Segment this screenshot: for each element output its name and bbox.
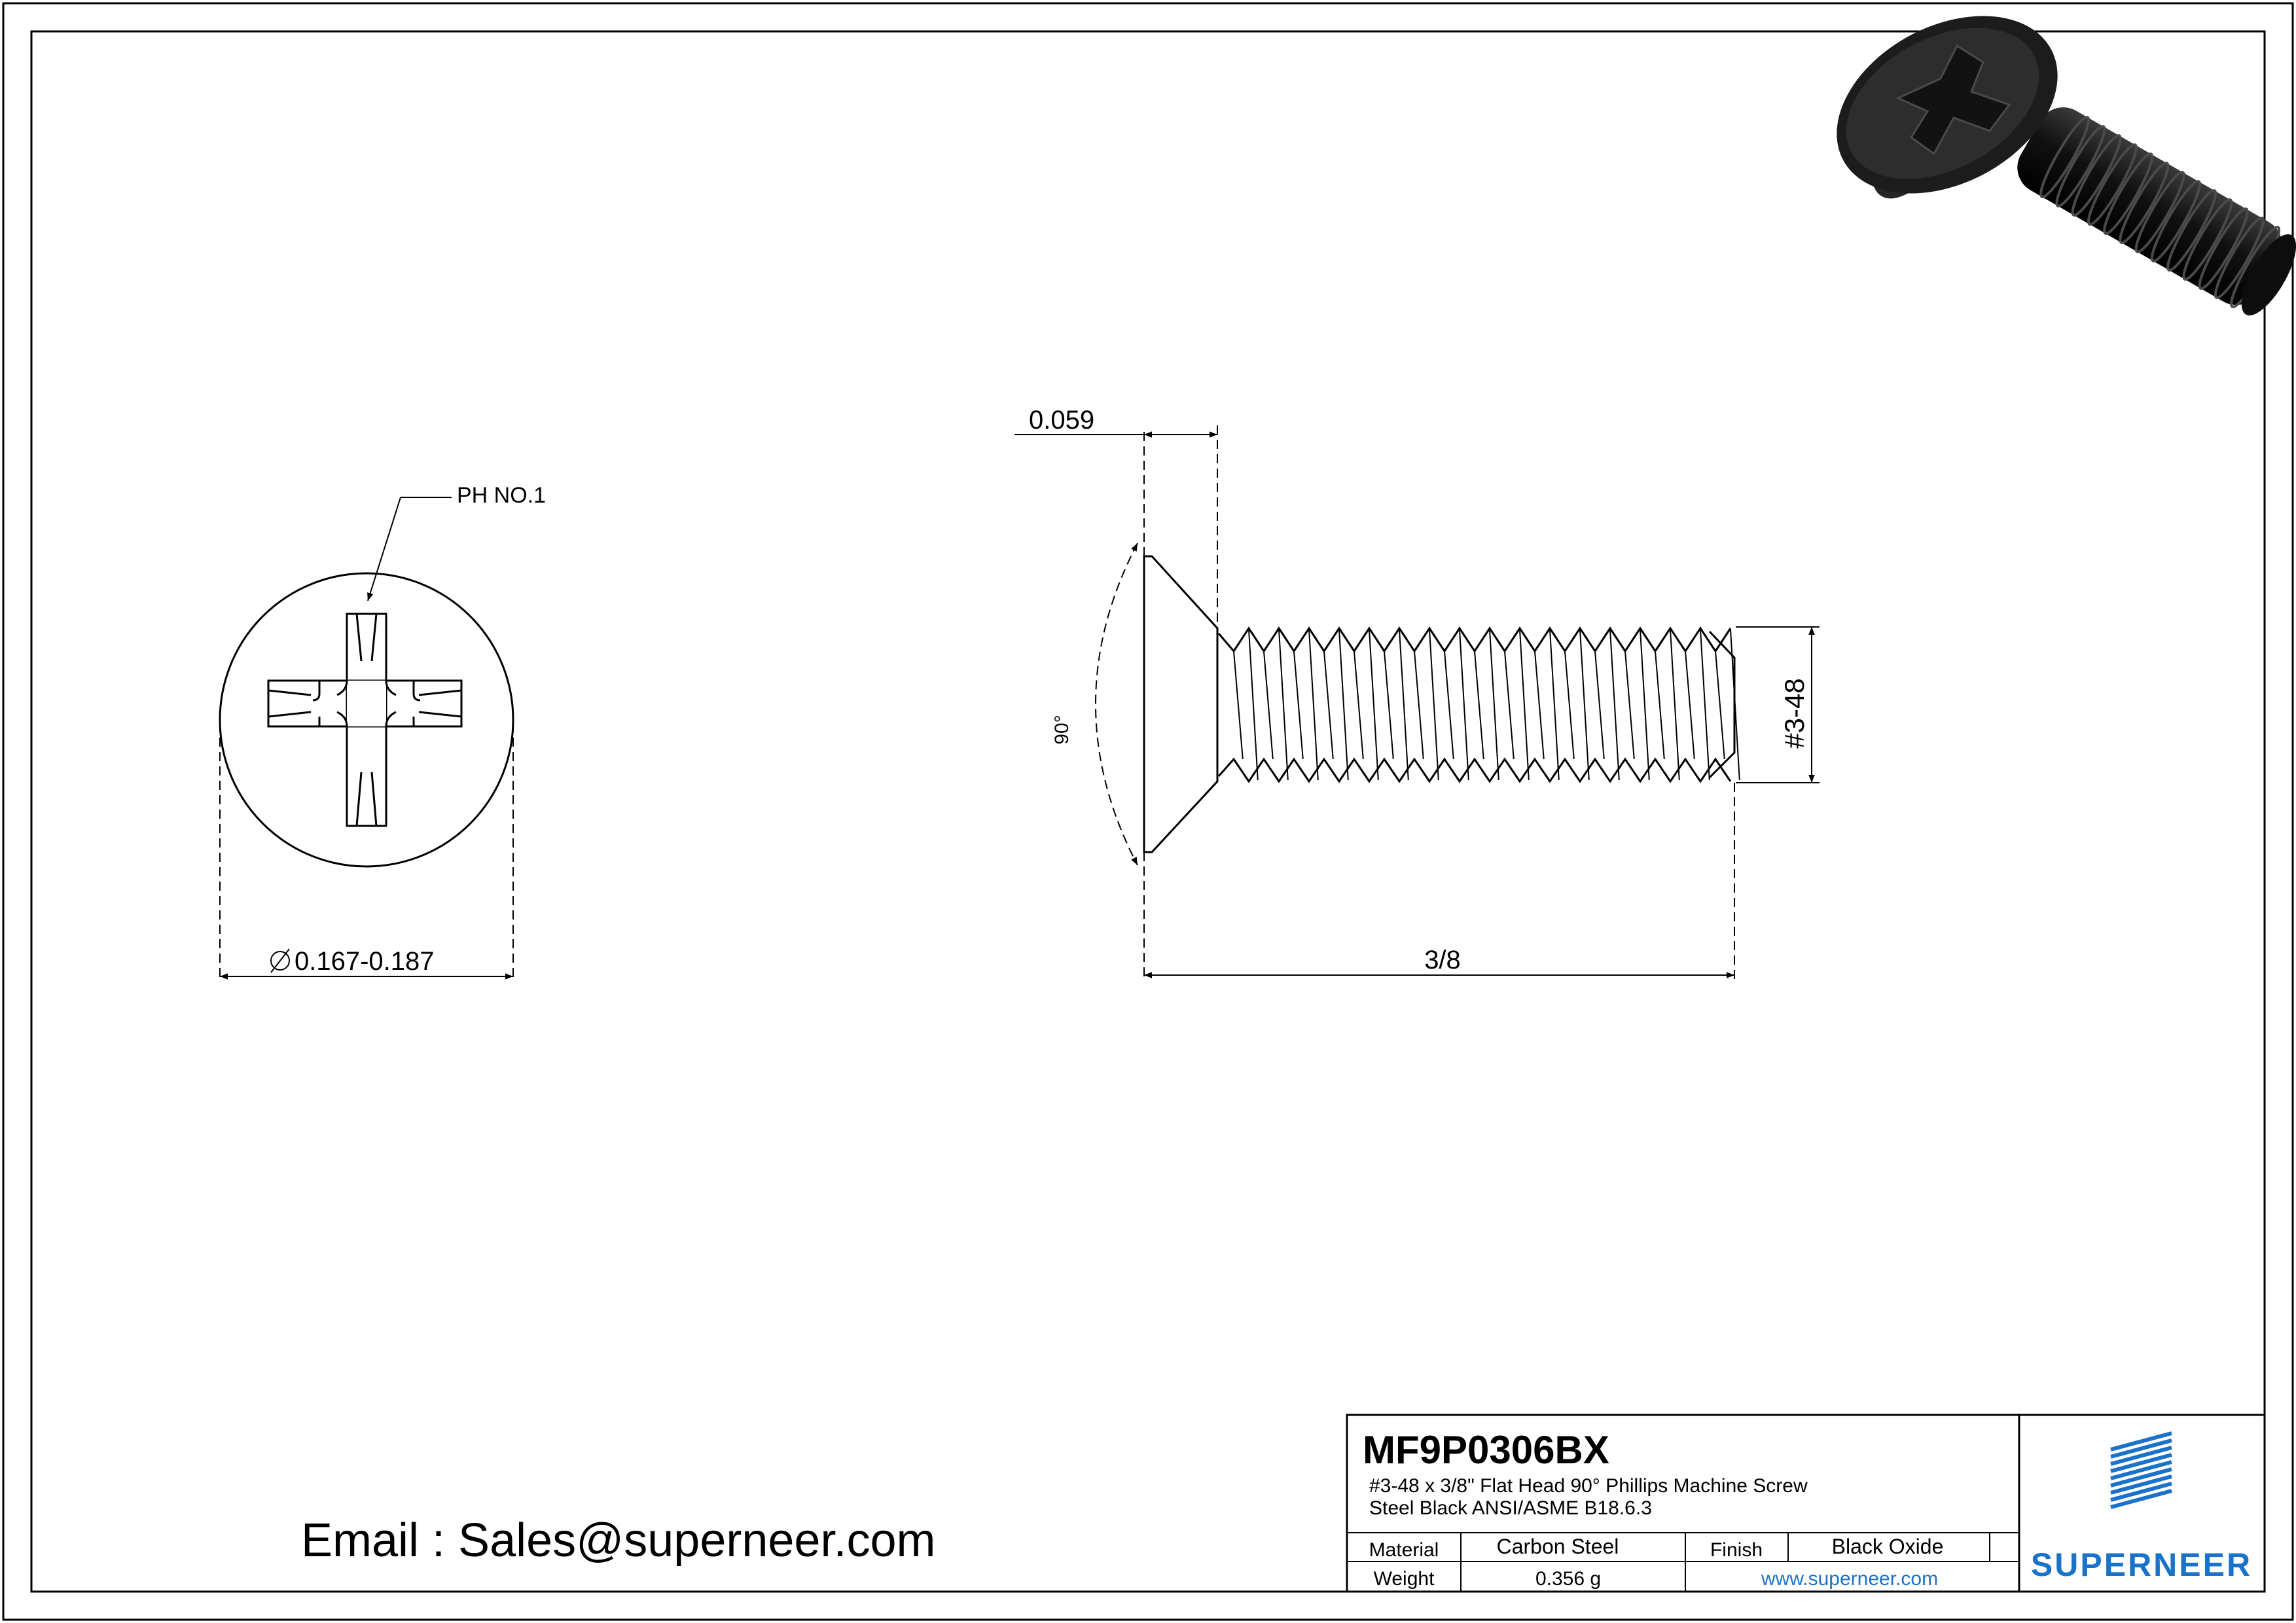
render-thread-ridge bbox=[2198, 207, 2249, 290]
diameter-value: 0.167-0.187 bbox=[295, 947, 435, 976]
thread-helix-line bbox=[1233, 629, 1259, 781]
logo-stripe bbox=[2110, 1460, 2172, 1480]
weight-value: 0.356 g bbox=[1535, 1568, 1601, 1590]
render-thread-ridge bbox=[2150, 180, 2201, 262]
render-thread-ridge bbox=[2087, 143, 2138, 226]
render-thread-ridge bbox=[2103, 152, 2154, 235]
callout-leader bbox=[367, 497, 452, 601]
material-label: Material bbox=[1369, 1539, 1439, 1561]
thread-helix-line bbox=[1655, 629, 1680, 781]
thread-helix-line bbox=[1263, 629, 1289, 781]
logo-stripe bbox=[2110, 1474, 2172, 1495]
length-value: 3/8 bbox=[1424, 946, 1461, 974]
phillips-recess-icon bbox=[267, 613, 463, 827]
screw-3d-render-icon bbox=[1837, 16, 2296, 315]
screw-head-profile bbox=[1143, 555, 1219, 853]
thread-size-value: #3-48 bbox=[1779, 678, 1810, 748]
thread-crest-bottom bbox=[1217, 757, 1732, 783]
logo-stripe bbox=[2110, 1446, 2172, 1466]
finish-value: Black Oxide bbox=[1832, 1535, 1944, 1558]
head-height-value: 0.059 bbox=[1029, 406, 1094, 435]
angle-arc bbox=[1095, 543, 1138, 866]
description-line-2: Steel Black ANSI/ASME B18.6.3 bbox=[1369, 1497, 1652, 1519]
thread-crest-top bbox=[1217, 626, 1732, 653]
finish-label: Finish bbox=[1710, 1539, 1763, 1561]
material-value: Carbon Steel bbox=[1497, 1535, 1619, 1558]
render-thread-ridge bbox=[2071, 134, 2122, 217]
render-thread-ridge bbox=[2134, 171, 2185, 253]
side-view: 0.059 90° #3-48 3/8 bbox=[1014, 406, 1820, 982]
head-outline-circle bbox=[219, 572, 514, 868]
email-text: Email : Sales@superneer.com bbox=[301, 1514, 936, 1567]
front-view: PH NO.1 0.167-0.187 bbox=[219, 483, 546, 982]
thread-helix-line bbox=[1354, 629, 1379, 781]
website-link[interactable]: www.superneer.com bbox=[1761, 1568, 1938, 1590]
thread-profile bbox=[1217, 626, 1740, 783]
thread-helix-line bbox=[1444, 629, 1469, 781]
logo-stripe bbox=[2110, 1431, 2172, 1452]
thread-helix-line bbox=[1534, 629, 1560, 781]
render-thread-ridge bbox=[2119, 162, 2170, 244]
brand-name: SUPERNEER bbox=[2031, 1546, 2252, 1583]
description-line-1: #3-48 x 3/8" Flat Head 90° Phillips Mach… bbox=[1369, 1475, 1808, 1497]
thread-helix-line bbox=[1685, 629, 1710, 781]
title-block: MF9P0306BX #3-48 x 3/8" Flat Head 90° Ph… bbox=[1346, 1414, 2266, 1593]
superneer-logo-icon bbox=[2110, 1431, 2172, 1509]
thread-helix-line bbox=[1323, 629, 1349, 781]
thread-helix-line bbox=[1414, 629, 1439, 781]
inner-border bbox=[30, 30, 2266, 1593]
callout-ph-label: PH NO.1 bbox=[457, 483, 546, 508]
logo-stripe bbox=[2110, 1467, 2172, 1488]
weight-label: Weight bbox=[1374, 1568, 1435, 1590]
render-thread-ridge bbox=[2214, 217, 2265, 299]
thread-helix-line bbox=[1624, 629, 1650, 781]
logo-stripe bbox=[2110, 1453, 2172, 1473]
render-thread-ridge bbox=[2182, 198, 2233, 281]
thread-helix-line bbox=[1474, 629, 1499, 781]
thread-helix-line bbox=[1715, 629, 1740, 781]
angle-value: 90° bbox=[1051, 715, 1073, 744]
thread-helix-line bbox=[1293, 629, 1319, 781]
render-thread-ridge bbox=[2039, 116, 2090, 198]
logo-stripe bbox=[2110, 1489, 2172, 1509]
thread-helix-line bbox=[1564, 629, 1590, 781]
diameter-symbol-icon bbox=[270, 948, 290, 973]
thread-helix-line bbox=[1594, 629, 1620, 781]
logo-stripe bbox=[2110, 1438, 2172, 1459]
screw-tip-chamfer bbox=[1708, 630, 1736, 779]
render-thread-ridge bbox=[2166, 189, 2217, 272]
part-number: MF9P0306BX bbox=[1363, 1428, 1609, 1472]
thread-helix-line bbox=[1384, 629, 1409, 781]
render-thread-ridge bbox=[2055, 125, 2106, 207]
thread-helix-line bbox=[1504, 629, 1530, 781]
logo-stripe bbox=[2110, 1482, 2172, 1502]
